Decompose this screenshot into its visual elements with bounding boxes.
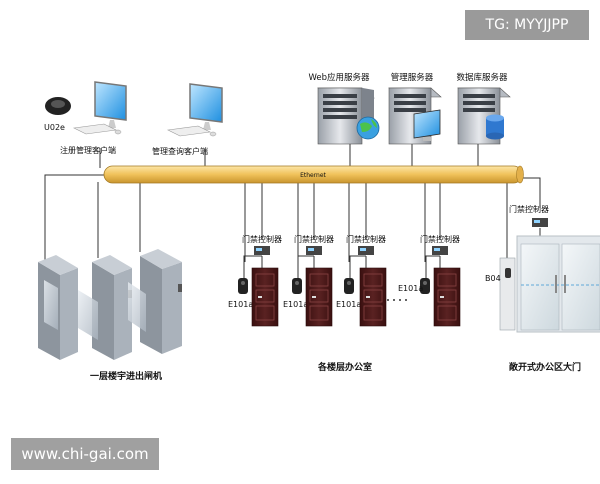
controller-label: 门禁控制器 [346,234,386,244]
connection-lines [44,144,541,278]
office-door [359,267,387,327]
card-reader-icon [420,278,430,294]
main-door-group: 门禁控制器 B04 敞开式办公区大门 [485,204,600,373]
offices-section-label: 各楼层办公室 [317,361,372,373]
ethernet-bus: Ethernet [103,165,524,184]
controller-icon [358,246,374,255]
monitor-icon [413,109,441,141]
computer-icon [166,83,223,137]
office-door [305,267,333,327]
client-registration: U02e 注册管理客户端 [44,81,127,155]
office-door [251,267,279,327]
controller-icon [254,246,270,255]
client-query: 管理查询客户端 [152,83,223,156]
client-registration-label: 注册管理客户端 [60,145,116,155]
watermark-top: TG: MYYJJPP [465,10,589,40]
server-management: 管理服务器 [388,72,442,145]
ethernet-label: Ethernet [300,172,326,179]
ellipsis-dots [387,299,407,301]
server-database-label: 数据库服务器 [456,72,508,83]
door-unit: 门禁控制器 E101a [336,234,387,327]
controller-label: 门禁控制器 [420,234,460,244]
door-unit: 门禁控制器 E101a [398,234,461,327]
card-reader-icon [292,278,302,294]
controller-icon [532,218,548,227]
controller-icon [432,246,448,255]
controller-icon [306,246,322,255]
turnstile-gates: 一层楼宇进出闸机 [38,249,182,382]
office-door [433,267,461,327]
server-database: 数据库服务器 [456,72,511,145]
turnstile-gate [128,249,182,354]
turnstile-gate [38,255,78,360]
card-reader-icon [238,278,248,294]
watermark-bottom: www.chi-gai.com [11,438,159,470]
reader-label: E101a [283,300,308,309]
reader-label: E101a [228,300,253,309]
database-icon [486,114,504,140]
main-door-controller-label: 门禁控制器 [509,204,549,214]
fingerprint-scanner-icon [45,97,71,115]
turnstile-section-label: 一层楼宇进出闸机 [90,370,162,382]
main-door-reader-label: B04 [485,274,501,283]
server-web-label: Web应用服务器 [308,72,370,83]
main-door-section-label: 敞开式办公区大门 [509,361,581,373]
turnstile-gate [78,255,132,360]
globe-icon [356,116,380,140]
computer-icon [72,81,127,135]
access-pillar [499,257,516,331]
controller-label: 门禁控制器 [242,234,282,244]
controller-label: 门禁控制器 [294,234,334,244]
scanner-device-label: U02e [44,123,65,132]
door-unit: 门禁控制器 E101a [228,234,282,327]
client-query-label: 管理查询客户端 [152,146,208,156]
reader-label: E101a [336,300,361,309]
door-unit: 门禁控制器 E101a [283,234,334,327]
office-doors: 门禁控制器 E101a 门禁控制器 [228,234,461,373]
server-management-label: 管理服务器 [391,72,434,83]
server-web: Web应用服务器 [308,72,380,145]
reader-label: E101a [398,284,423,293]
card-reader-icon [344,278,354,294]
glass-door [516,235,600,333]
